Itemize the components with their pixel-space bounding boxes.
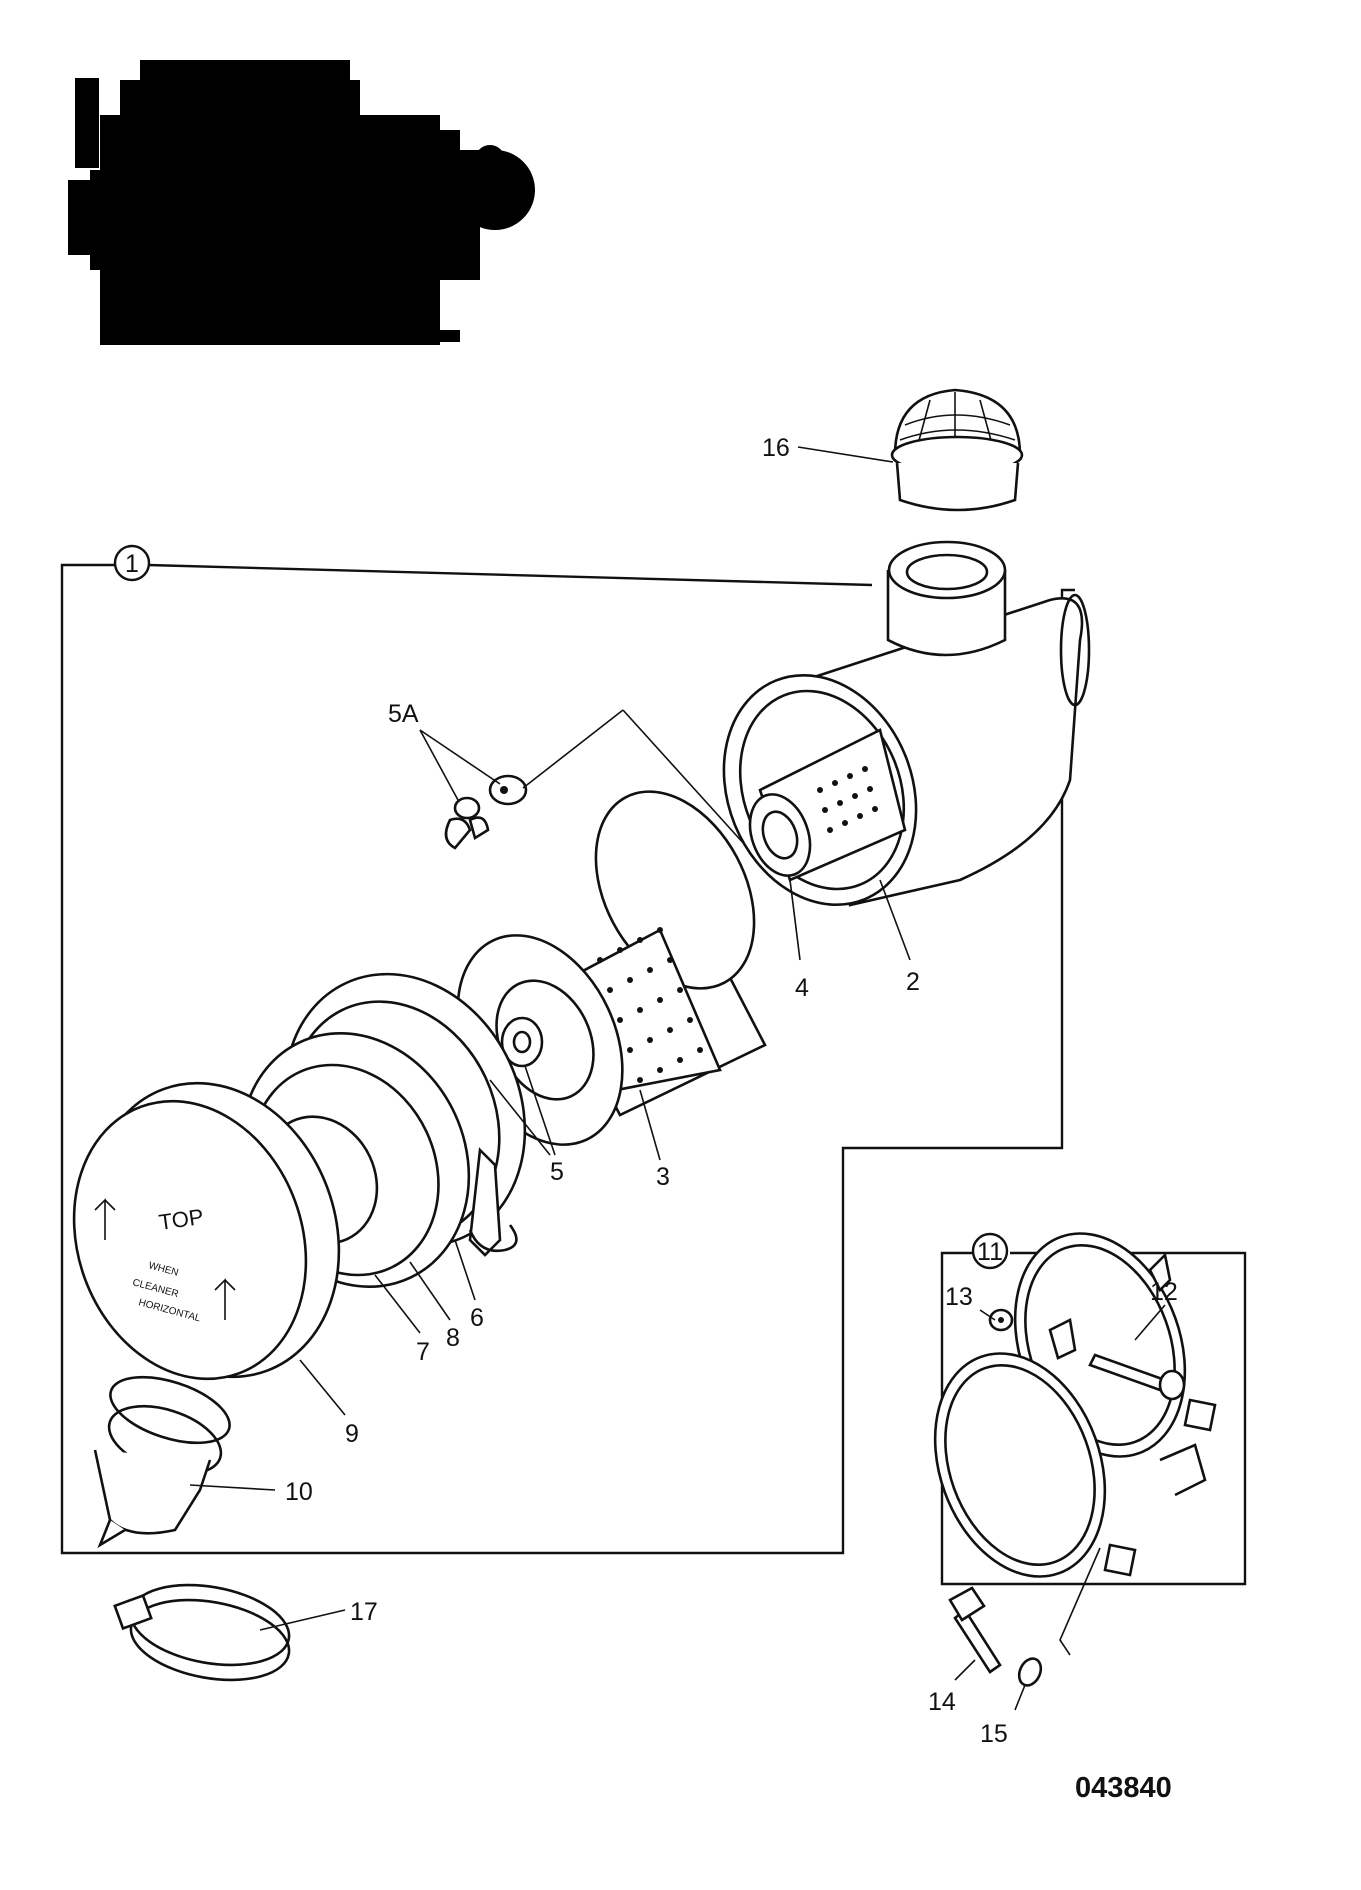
cleaner-body-2: [722, 540, 1091, 907]
label-6: 6: [470, 1304, 484, 1332]
dust-cup-9: TOP WHEN CLEANER HORIZONTAL: [72, 1081, 341, 1381]
assembly-11-callout: 11: [971, 1232, 1009, 1270]
label-8: 8: [446, 1324, 460, 1352]
mounting-bands-11: [933, 1232, 1217, 1578]
label-2: 2: [906, 968, 920, 996]
bolt-14: [948, 1586, 1002, 1674]
engine-silhouette: [68, 60, 535, 345]
label-4: 4: [795, 974, 809, 1002]
wing-nut-5a: [444, 774, 528, 850]
label-12: 12: [1150, 1278, 1178, 1306]
assembly-1-callout: 1: [113, 544, 151, 582]
assembly-11-boundary: [940, 1251, 1247, 1586]
figure-number: 043840: [1075, 1772, 1172, 1804]
label-17: 17: [350, 1598, 378, 1626]
nut-15: [1017, 1657, 1043, 1687]
label-9: 9: [345, 1420, 359, 1448]
label-5a: 5A: [388, 700, 419, 728]
label-3: 3: [656, 1163, 670, 1191]
callout-11-text: 11: [977, 1238, 1003, 1266]
part-number-labels: 16 5A 4 2 5 3 6 8 7 9 10 17 12 13 14 15: [285, 434, 1178, 1748]
dust-valve-10: [93, 1375, 231, 1549]
hose-clamp-17: [113, 1583, 291, 1682]
cover-marking-top: TOP: [157, 1204, 205, 1235]
label-16: 16: [762, 434, 790, 462]
callout-1-text: 1: [125, 550, 139, 578]
label-7: 7: [416, 1338, 430, 1366]
label-13: 13: [945, 1283, 973, 1311]
leader-lines: [189, 729, 1166, 1711]
label-5: 5: [550, 1158, 564, 1186]
label-14: 14: [928, 1688, 956, 1716]
label-10: 10: [285, 1478, 313, 1506]
label-15: 15: [980, 1720, 1008, 1748]
mesh-cap-16: [890, 388, 1024, 512]
